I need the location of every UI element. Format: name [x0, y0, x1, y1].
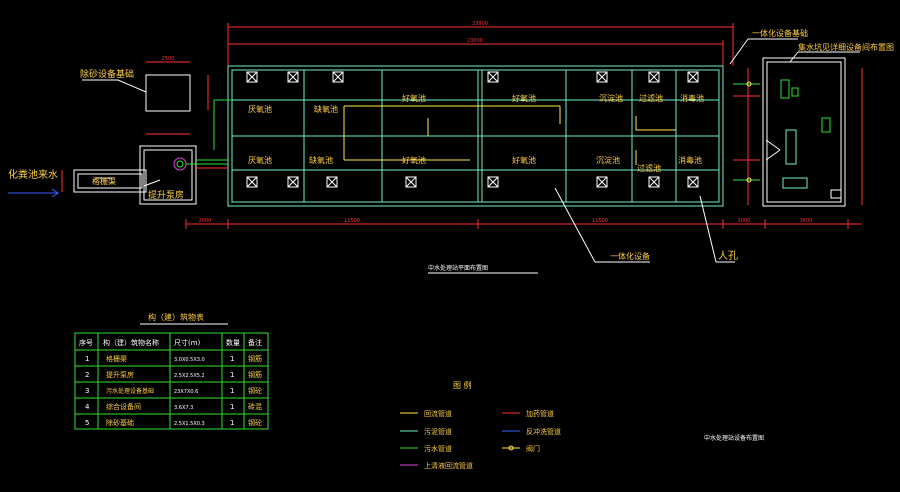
table-header: 尺寸(m)	[174, 338, 201, 347]
tank-label: 好氧池	[512, 93, 536, 103]
table-cell: 2.5X2.5X5.2	[174, 373, 205, 379]
tank-label: 消毒池	[678, 155, 702, 165]
table-cell: 1	[230, 419, 234, 427]
table-cell: 除砂基础	[106, 418, 134, 427]
structures-table: 构（建）筑物表 序号 构（建）筑物名称 尺寸(m) 数量 备注 1 格栅渠 3.…	[74, 312, 269, 430]
table-header: 构（建）筑物名称	[103, 338, 159, 347]
return-pipes	[343, 105, 676, 165]
tank-label: 厌氧池	[248, 155, 272, 165]
manhole-symbols	[246, 71, 699, 188]
tank-label: 消毒池	[680, 93, 704, 103]
tank-labels-top: 厌氧池 缺氧池 好氧池 好氧池 沉淀池 过滤池 消毒池	[248, 93, 704, 114]
manhole-label: 人孔	[718, 250, 738, 262]
tank-labels-bottom: 厌氧池 缺氧池 好氧池 好氧池 沉淀池 过滤池 消毒池	[248, 155, 702, 173]
table-cell: 3.0X0.5X3.0	[174, 357, 205, 363]
dimension-text: 23900 23000 2000 11500 11500 2000 3600 2…	[162, 21, 813, 224]
integrated-base-label: 一体化设备基础	[752, 28, 808, 38]
tank-label: 过滤池	[639, 93, 663, 103]
desander-base	[145, 74, 191, 112]
table-header: 数量	[226, 338, 240, 347]
tank-label: 缺氧池	[309, 155, 333, 165]
svg-text:23900: 23900	[472, 21, 488, 27]
table-cell: 1	[230, 371, 234, 379]
lift-pump-symbol	[173, 99, 232, 171]
tank-label: 沉淀池	[599, 93, 623, 103]
table-cell: 5	[85, 419, 89, 427]
table-cell: 3.6X7.3	[174, 405, 193, 411]
table-cell: 1	[230, 355, 234, 363]
legend-label: 阀门	[526, 444, 540, 453]
svg-text:11500: 11500	[344, 218, 360, 224]
legend-label: 反冲洗管道	[526, 427, 561, 436]
table-cell: 1	[85, 355, 89, 363]
table-cell: 污水处理设备基础	[106, 387, 154, 395]
table-cell: 综合设备间	[106, 402, 141, 411]
table-cell: 3	[85, 387, 89, 395]
legend-label: 上清液回流管道	[424, 461, 473, 470]
legend-label: 污泥管道	[424, 427, 452, 436]
equipment-room	[762, 57, 846, 207]
table-header: 备注	[248, 338, 262, 347]
grille-label: 格栅渠	[92, 176, 116, 186]
tank-label: 好氧池	[402, 155, 426, 165]
svg-text:11500: 11500	[592, 218, 608, 224]
table-title: 构（建）筑物表	[148, 312, 204, 322]
table-cell: 1	[230, 387, 234, 395]
table-cell: 23X7X0.6	[174, 389, 198, 395]
legend-label: 污水管道	[424, 444, 452, 453]
svg-text:3600: 3600	[800, 218, 813, 224]
grille-channel	[73, 169, 147, 193]
legend-title: 图 例	[453, 380, 472, 390]
table-header: 序号	[79, 338, 93, 347]
equipment-room-label: 集水坑见详细设备间布置图	[798, 42, 894, 52]
table-cell: 1	[230, 403, 234, 411]
tank-label: 过滤池	[637, 163, 661, 173]
tank-label: 厌氧池	[248, 104, 272, 114]
table-cell: 钢砼	[248, 386, 262, 395]
tank-label: 好氧池	[402, 93, 426, 103]
inflow-label: 化粪池来水	[8, 168, 58, 181]
small-caption: 中水处理站设备布置图	[704, 434, 764, 442]
tank-label: 好氧池	[512, 155, 536, 165]
legend-label: 回流管道	[424, 409, 452, 418]
table-cell: 格栅渠	[106, 354, 127, 363]
plan-caption: 中水处理站平面布置图	[428, 264, 488, 272]
integrated-equipment-plan	[227, 65, 724, 207]
table-cell: 钢筋	[248, 370, 262, 379]
callout-labels: 除砂设备基础 化粪池来水 格栅渠 提升泵房 一体化设备基础 集水坑见详细设备间布…	[8, 28, 894, 442]
table-cell: 提升泵房	[106, 370, 134, 379]
svg-text:2000: 2000	[199, 218, 212, 224]
equipment-room-items	[733, 79, 831, 189]
table-cell: 钢砼	[248, 418, 262, 427]
table-cell: 4	[85, 403, 90, 411]
table-cell: 2.5X1.5X0.3	[174, 421, 205, 427]
svg-text:2000: 2000	[738, 218, 751, 224]
tank-label: 缺氧池	[314, 104, 338, 114]
desander-base-label: 除砂设备基础	[80, 68, 134, 80]
svg-text:2500: 2500	[162, 56, 175, 62]
table-cell: 砖混	[248, 402, 262, 411]
legend: 图 例 回流管道 加药管道 污泥管道 反冲洗管道 污水管道 阀门 上清液回流管道	[400, 380, 561, 470]
legend-label: 加药管道	[526, 409, 554, 418]
integrated-equipment-label: 一体化设备	[610, 251, 650, 261]
tank-label: 沉淀池	[596, 155, 620, 165]
lift-pump-room	[139, 145, 197, 205]
callout-leaders	[82, 38, 860, 263]
table-cell: 钢筋	[248, 354, 262, 363]
inflow-arrow	[8, 188, 59, 198]
table-cell: 2	[85, 371, 89, 379]
svg-text:23000: 23000	[467, 38, 483, 44]
lift-pump-label: 提升泵房	[148, 189, 184, 201]
